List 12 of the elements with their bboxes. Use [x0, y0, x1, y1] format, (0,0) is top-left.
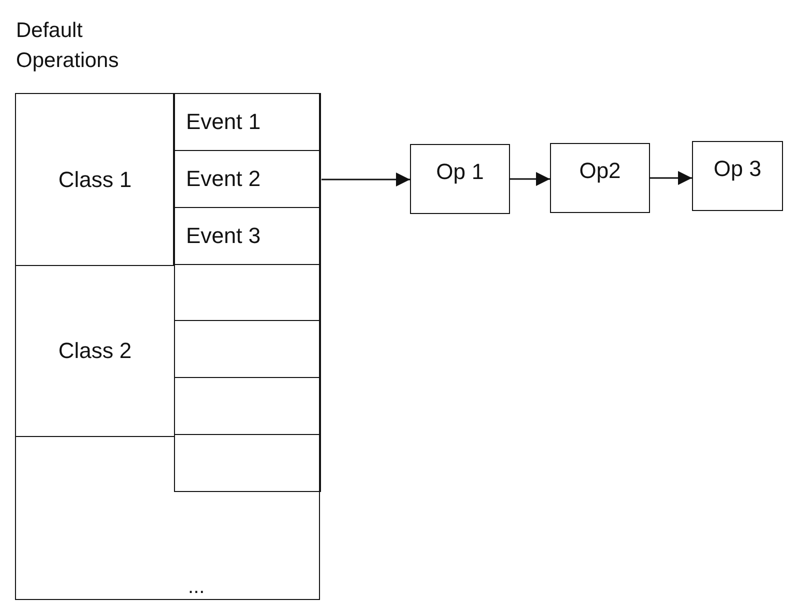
operation-box: Op 3: [692, 141, 783, 211]
event-cell: Event 2: [173, 150, 321, 208]
table-heading: Default Operations: [16, 18, 120, 74]
arrow: [510, 172, 550, 186]
ellipsis-note: ...: [188, 577, 205, 597]
operation-box: Op2: [550, 143, 650, 213]
operation-box: Op 1: [410, 144, 510, 214]
arrow: [322, 172, 410, 186]
event-cell: Event 3: [173, 207, 321, 265]
event-cell: Event 1: [173, 93, 321, 151]
arrow: [650, 171, 692, 185]
empty-event-cell: [174, 434, 321, 492]
